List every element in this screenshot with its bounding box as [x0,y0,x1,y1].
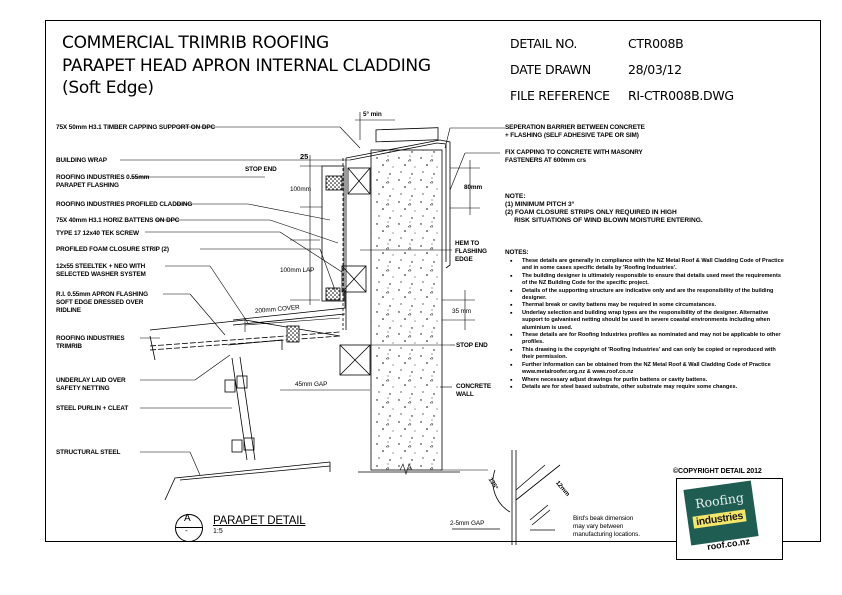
label-parapet-flashing-2: PARAPET FLASHING [56,182,119,189]
label-timber-capping: 75X 50mm H3.1 TIMBER CAPPING SUPPORT ON … [56,124,216,131]
notes-item: Further information can be obtained from… [510,362,785,377]
apron-flashing [232,290,346,321]
dim-2-5-gap: 2-5mm GAP [450,520,485,527]
dim-25: 25 [300,152,309,161]
notes-item: Where necessary adjust drawings for purl… [510,377,785,385]
file-label: FILE REFERENCE [510,88,610,103]
dim-100: 100mm [290,186,311,193]
batten-low [339,344,371,376]
label-underlay-1: UNDERLAY LAID OVER [56,377,126,384]
note-item-2: (2) FOAM CLOSURE STRIPS ONLY REQUIRED IN… [505,209,677,216]
notes-item: Thermal break or cavity battens may be r… [510,302,785,310]
detail-no-label: DETAIL NO. [510,36,578,51]
note-heading: NOTE: [505,193,526,200]
date-value: 28/03/12 [628,62,682,77]
label-concrete-1: CONCRETE [456,383,492,390]
label-purlin: STEEL PURLIN + CLEAT [56,405,129,412]
label-structural-steel: STRUCTURAL STEEL [56,449,121,456]
title-line-3: (Soft Edge) [62,78,154,98]
notes-list: These details are generally in complianc… [510,258,785,392]
label-profiled-cladding: ROOFING INDUSTRIES PROFILED CLADDING [56,201,193,208]
birds-beak-note-1: Bird's beak dimension [573,515,634,522]
title-line-1: COMMERCIAL TRIMRIB ROOFING [62,33,329,53]
detail-scale: 1:5 [213,528,223,535]
label-stop-end: STOP END [456,342,488,349]
label-apron-2: SOFT EDGE DRESSED OVER [56,299,144,306]
note-item-3: RISK SITUATIONS OF WIND BLOWN MOISTURE E… [505,217,703,224]
label-separation-1: SEPERATION BARRIER BETWEEN CONCRETE [505,124,645,131]
dim-pitch: 5° min [363,111,382,118]
notes-item: Details of the supporting structure are … [510,288,785,303]
dim-lap: 100mm LAP [280,267,315,274]
birds-beak-note-3: manufacturing locations. [573,531,640,538]
detail-no-value: CTR008B [628,36,684,51]
roofing-industries-logo: Roofing industries roof.co.nz [676,478,783,560]
notes-item: Underlay selection and building wrap typ… [510,310,785,332]
label-steeltek-2: SELECTED WASHER SYSTEM [56,271,146,278]
label-fix-capping-1: FIX CAPPING TO CONCRETE WITH MASONRY [505,149,643,156]
batten-mid [341,265,367,293]
label-separation-2: + FLASHING (SELF ADHESIVE TAPE OR SIM) [505,132,639,139]
notes-item: This drawing is the copyright of 'Roofin… [510,347,785,362]
dim-80: 80mm [464,184,483,191]
notes-item: These details are generally in complianc… [510,258,785,273]
dim-45-gap: 45mm GAP [295,381,328,388]
label-fix-capping-2: FASTENERS AT 600mm crs [505,157,586,164]
notes-heading: NOTES: [505,249,529,256]
label-steeltek-1: 12x55 STEELTEK + NEO WITH [56,263,146,270]
label-building-wrap: BUILDING WRAP [56,157,107,164]
date-label: DATE DRAWN [510,62,591,77]
detail-letter: A [184,513,191,524]
detail-sheet: - [185,526,188,535]
foam-closure-roof [286,325,300,343]
label-horiz-battens: 75X 40mm H3.1 HORIZ BATTENS ON DPC [56,217,180,224]
foam-closure-top [325,175,343,191]
detail-callout-circle [175,514,203,542]
label-parapet-flashing-1: ROOFING INDUSTRIES 0.55mm [56,174,150,181]
label-trimrib-2: TRIMRIB [56,343,82,350]
copyright: ©COPYRIGHT DETAIL 2012 [673,468,762,475]
steel-purlin [231,356,256,461]
label-foam-closure: PROFILED FOAM CLOSURE STRIP (2) [56,246,169,253]
label-concrete-2: WALL [456,391,474,398]
dim-35: 35 mm [452,308,472,315]
note-item-1: (1) MINIMUM PITCH 3° [505,201,575,208]
label-hem-3: EDGE [455,256,473,263]
foam-closure-lap [325,287,341,301]
birds-beak-note-2: may vary between [573,523,624,530]
batten-top [347,167,371,195]
label-hem-2: FLASHING [455,248,487,255]
label-underlay-2: SAFETY NETTING [56,385,110,392]
concrete-wall [370,149,443,471]
title-line-2: PARAPET HEAD APRON INTERNAL CLADDING [62,56,431,76]
birds-beak-detail [452,450,561,545]
structural-steel [164,461,331,501]
timber-capping-support [375,127,439,143]
notes-item: Details are for steel based substrate, o… [510,384,785,392]
label-apron-1: R.I. 0.55mm APRON FLASHING [56,291,148,298]
detail-title: PARAPET DETAIL [213,515,306,527]
label-apron-3: RIDLINE [56,307,81,314]
dim-stop-end-top: STOP END [245,166,277,173]
label-hem-1: HEM TO [455,240,480,247]
parapet-capping [345,139,451,269]
notes-item: These details are for Roofing Industries… [510,332,785,347]
file-value: RI-CTR008B.DWG [628,88,734,103]
label-trimrib-1: ROOFING INDUSTRIES [56,335,125,342]
label-tek-screw: TYPE 17 12x40 TEK SCREW [56,230,139,237]
notes-item: The building designer is ultimately resp… [510,273,785,288]
drawing-border [45,20,821,542]
